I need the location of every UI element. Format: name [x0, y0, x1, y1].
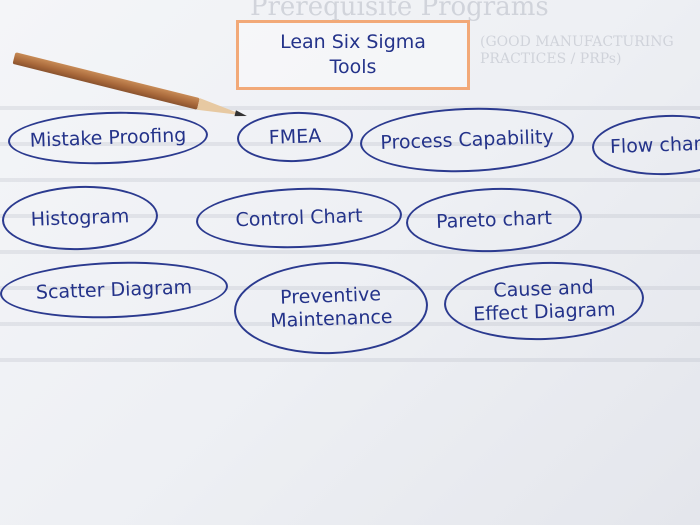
title-box: Lean Six Sigma Tools: [236, 20, 470, 90]
title-line1: Lean Six Sigma: [280, 31, 426, 54]
background-heading: Prerequisite Programs: [250, 0, 549, 22]
title-line2: Tools: [329, 56, 377, 78]
background-subheading: (GOOD MANUFACTURING PRACTICES / PRPs): [480, 34, 674, 67]
show-through-text-lines: [0, 80, 700, 380]
